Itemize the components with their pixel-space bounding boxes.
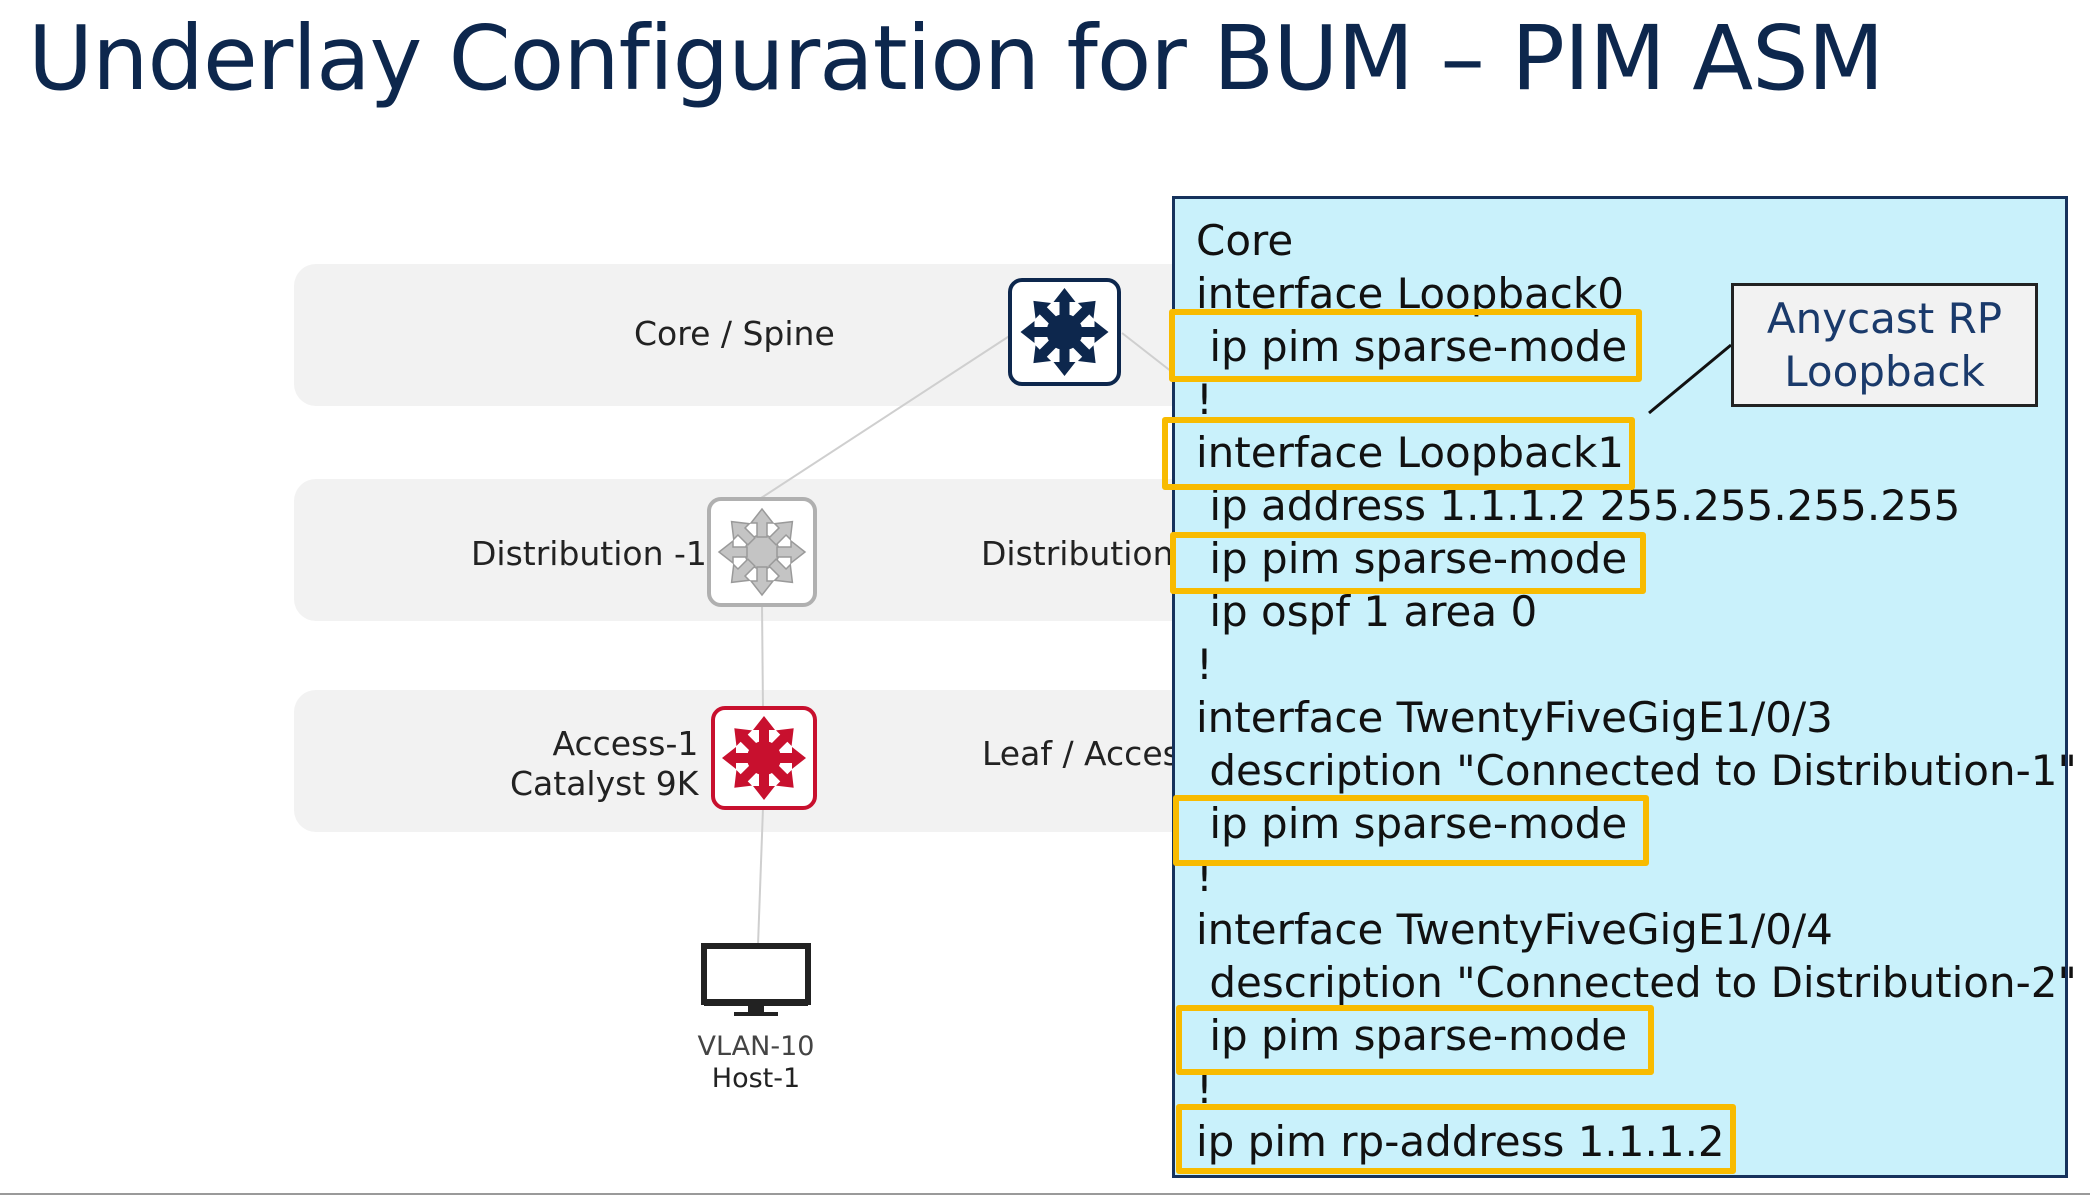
layer-label-distribution-1: Distribution -1 (471, 534, 707, 573)
config-line: ip pim sparse-mode (1196, 1011, 1628, 1060)
monitor-icon[interactable] (700, 943, 812, 1019)
host-label: VLAN-10 Host-1 (656, 1031, 856, 1095)
layer-label-distribution-2: Distribution (981, 534, 1174, 573)
anycast-rp-callout: Anycast RP Loopback (1731, 283, 2038, 407)
config-line: ip ospf 1 area 0 (1196, 587, 1538, 636)
access-1-model: Catalyst 9K (510, 764, 699, 803)
config-line: ! (1196, 1064, 1213, 1113)
access-switch-icon[interactable] (710, 705, 818, 811)
highlight-box (1176, 1104, 1736, 1174)
callout-line1: Anycast RP (1766, 294, 2003, 343)
highlight-box (1169, 309, 1642, 382)
footer-divider (0, 1193, 2090, 1195)
slide-title: Underlay Configuration for BUM – PIM ASM (28, 6, 1884, 110)
config-line: ip pim sparse-mode (1196, 534, 1628, 583)
config-line: interface TwentyFiveGigE1/0/3 (1196, 693, 1833, 742)
host-vlan: VLAN-10 (697, 1031, 815, 1062)
config-line: ip pim sparse-mode (1196, 799, 1628, 848)
config-line: ! (1196, 375, 1213, 424)
config-line: ! (1196, 640, 1213, 689)
host-name: Host-1 (711, 1063, 801, 1094)
highlight-box (1173, 795, 1649, 866)
access-1-name: Access-1 (552, 724, 699, 763)
layer-label-access-1: Access-1 Catalyst 9K (510, 724, 698, 804)
config-line: ip pim rp-address 1.1.1.2 (1196, 1117, 1725, 1166)
callout-line2: Loopback (1784, 347, 1985, 396)
config-line: ip pim sparse-mode (1196, 322, 1628, 371)
layer-label-leaf: Leaf / Acces (982, 734, 1180, 773)
config-line: interface TwentyFiveGigE1/0/4 (1196, 905, 1833, 954)
highlight-box (1176, 1005, 1654, 1075)
config-line: description "Connected to Distribution-1… (1196, 746, 2077, 795)
layer-label-core: Core / Spine (634, 314, 835, 353)
config-heading: Core (1196, 216, 1294, 265)
highlight-box (1162, 417, 1635, 490)
distribution-switch-icon[interactable] (706, 496, 818, 608)
core-switch-icon[interactable] (1007, 277, 1122, 387)
config-line: interface Loopback1 (1196, 428, 1624, 477)
config-line: description "Connected to Distribution-2… (1196, 958, 2077, 1007)
highlight-box (1170, 532, 1646, 594)
